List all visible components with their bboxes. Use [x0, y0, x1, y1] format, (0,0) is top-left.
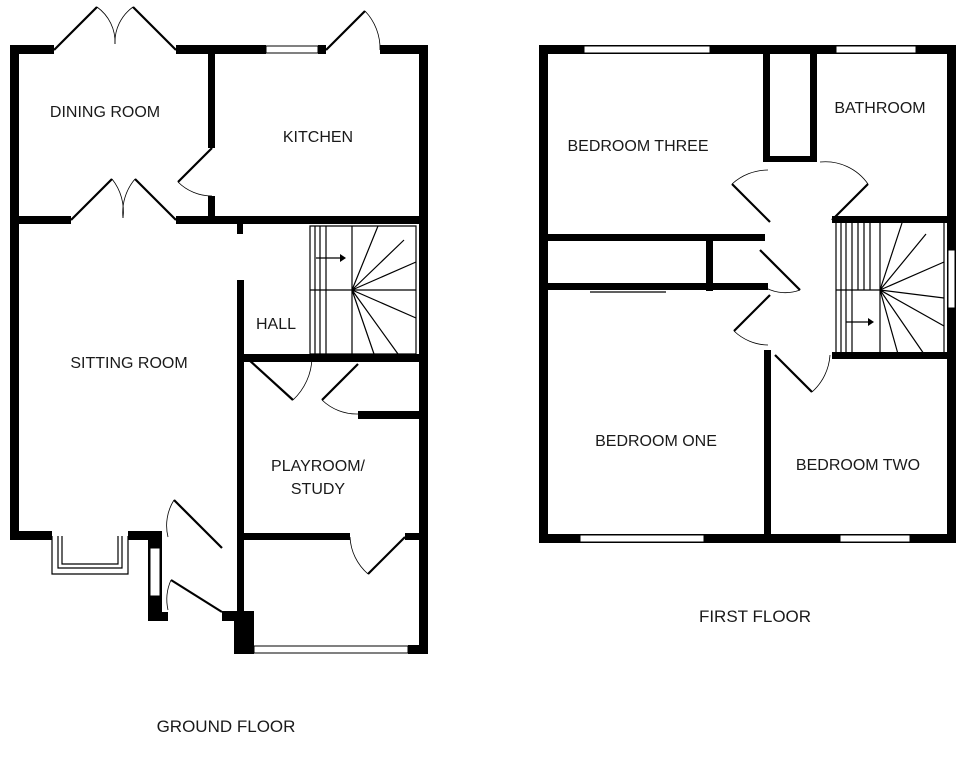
first-floor-plan: BEDROOM THREE BATHROOM BEDROOM ONE BEDRO… [539, 45, 956, 626]
room-label-hall: HALL [256, 316, 296, 333]
room-label-playroom: PLAYROOM/ [271, 458, 366, 475]
ground-floor-staircase [309, 225, 417, 355]
ground-floor-doors [53, 6, 406, 613]
room-label-sitting-room: SITTING ROOM [70, 355, 187, 372]
room-label-bedroom-one: BEDROOM ONE [595, 433, 717, 450]
ground-floor-labels: DINING ROOM KITCHEN HALL SITTING ROOM PL… [50, 104, 366, 736]
ground-floor-windows [51, 45, 409, 654]
room-label-dining-room: DINING ROOM [50, 104, 160, 121]
ground-floor-caption: GROUND FLOOR [157, 717, 296, 736]
room-label-bedroom-three: BEDROOM THREE [567, 138, 708, 155]
first-floor-staircase [835, 222, 945, 355]
first-floor-doors [731, 161, 869, 393]
first-floor-labels: BEDROOM THREE BATHROOM BEDROOM ONE BEDRO… [567, 100, 925, 626]
first-floor-caption: FIRST FLOOR [699, 607, 811, 626]
room-label-study: STUDY [291, 481, 346, 498]
ground-floor-walls [10, 45, 428, 654]
room-label-bedroom-two: BEDROOM TWO [796, 457, 920, 474]
ground-floor-plan: DINING ROOM KITCHEN HALL SITTING ROOM PL… [10, 6, 428, 736]
first-floor-windows [548, 45, 956, 543]
room-label-bathroom: BATHROOM [834, 100, 925, 117]
room-label-kitchen: KITCHEN [283, 129, 353, 146]
